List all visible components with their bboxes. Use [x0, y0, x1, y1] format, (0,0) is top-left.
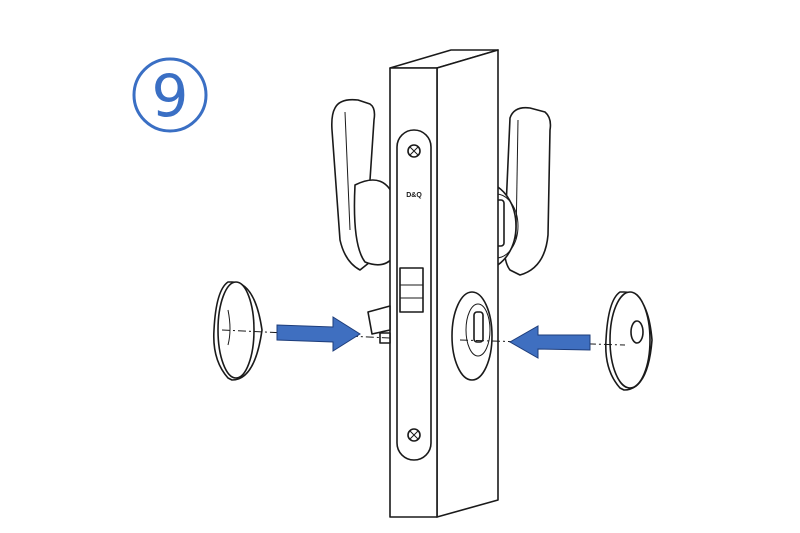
left-rosette-cover: [212, 281, 263, 381]
step-circle: [132, 57, 208, 133]
right-insert-arrow: [508, 325, 591, 359]
left-insert-arrow: [276, 316, 361, 352]
body-side: [436, 49, 499, 518]
faceplate-logo: D&Q: [406, 192, 422, 199]
bottom-screw-icon: [407, 428, 421, 442]
center-cylinder: [451, 291, 493, 381]
left-lever-handle: [331, 98, 396, 271]
step-number: 9: [152, 62, 189, 130]
step-number-badge: 9: [132, 57, 208, 133]
latch-bolt: [399, 267, 424, 313]
top-screw-icon: [407, 144, 421, 158]
mortise-lock-body: D&Q: [389, 49, 499, 518]
right-rosette-cover: [604, 291, 653, 391]
